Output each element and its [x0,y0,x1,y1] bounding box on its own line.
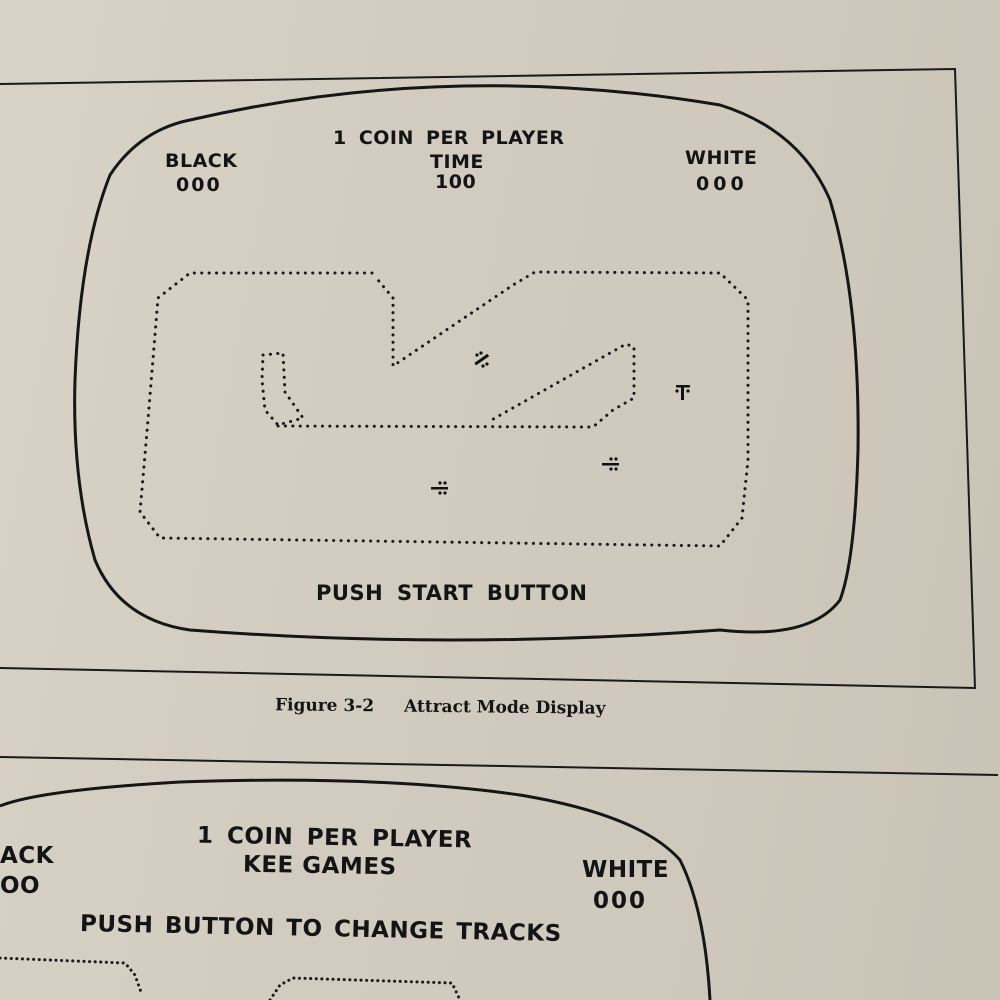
left-player-label: BLACK [165,150,238,172]
coin-text-bottom: 1 COIN PER PLAYER [196,822,473,854]
car-icon [675,385,690,400]
race-track-outline [138,270,750,548]
coin-text: 1 COIN PER PLAYER [333,127,565,149]
kee-games-title: KEE GAMES [242,851,397,881]
figure-caption: Figure 3-2 Attract Mode Display [275,695,606,718]
figure-frame-top [0,67,977,690]
left-player-label-bottom: ACK [0,843,55,869]
right-player-label-bottom: WHITE [582,857,670,883]
figure-frame-bottom [0,756,999,776]
right-player-score: 000 [696,173,748,195]
crt-screen-outline-bottom [0,778,712,1000]
car-icon [474,351,490,368]
right-player-score-bottom: 000 [593,888,648,914]
figure-title: Attract Mode Display [403,696,606,719]
left-player-score: 000 [176,174,222,196]
crt-screen-outline-top [73,84,860,642]
car-icon [602,457,619,471]
left-player-score-bottom: OO [0,873,41,899]
car-icon [431,481,448,495]
time-value: 100 [435,171,477,193]
push-start-prompt: PUSH START BUTTON [316,581,588,605]
right-player-label: WHITE [685,147,758,169]
race-track-outline-bottom [0,956,462,1000]
time-label: TIME [430,151,484,173]
figure-number: Figure 3-2 [274,695,375,717]
